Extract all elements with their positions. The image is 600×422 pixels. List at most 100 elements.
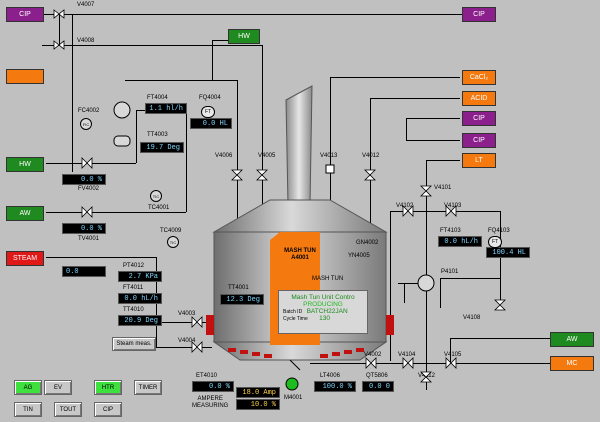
- pipe: [330, 77, 331, 237]
- v4004-tag: V4004: [178, 338, 196, 344]
- v4005-tag: V4005: [258, 153, 276, 159]
- cacl2-output[interactable]: CaCl₂: [462, 70, 496, 85]
- pipe: [330, 77, 460, 78]
- pipe: [390, 211, 500, 212]
- tc4009-controller-icon[interactable]: TIC: [167, 236, 179, 248]
- pipe: [186, 110, 187, 212]
- qt5806-tag: QT5806: [366, 373, 388, 379]
- pipe: [370, 98, 460, 99]
- amp-readout: 18.0 Amp: [236, 387, 280, 398]
- aw-output[interactable]: AW: [550, 332, 594, 347]
- steam-source[interactable]: STEAM: [6, 251, 44, 266]
- tt4010-readout: 20.9 Deg: [118, 315, 162, 326]
- steam-readout: 0.0: [62, 266, 106, 277]
- pipe: [46, 163, 136, 164]
- pipe: [310, 363, 550, 364]
- panel-button-ev[interactable]: EV: [44, 380, 72, 395]
- pipe: [72, 45, 262, 46]
- pipe: [237, 80, 238, 240]
- fq4103-flow-icon[interactable]: FT: [488, 236, 502, 248]
- pipe: [46, 212, 186, 213]
- fq4004-readout: 0.0 HL: [190, 118, 232, 129]
- v4101-tag: V4101: [434, 185, 452, 191]
- fc4002-controller-icon[interactable]: FIC: [80, 118, 92, 130]
- hw-top-source[interactable]: HW: [228, 29, 260, 44]
- tt4003-readout: 19.7 Deg: [140, 142, 184, 153]
- v4002-tag: V4002: [364, 352, 382, 358]
- pipe: [125, 80, 237, 81]
- pipe: [426, 160, 460, 161]
- fq4004-tag: FQ4004: [199, 95, 221, 101]
- pipe: [212, 40, 230, 41]
- v4007-tag: V4007: [77, 2, 95, 8]
- v4006-tag: V4006: [215, 153, 233, 159]
- tc4001-controller-icon[interactable]: TIC: [150, 190, 162, 202]
- cip-top-output[interactable]: CIP: [462, 7, 496, 22]
- cip-source[interactable]: CIP: [6, 7, 44, 22]
- tt4010-tag: TT4010: [123, 307, 144, 313]
- ft4103-tag: FT4103: [440, 228, 461, 234]
- aw-source[interactable]: AW: [6, 206, 44, 221]
- ft4011-readout: 0.0 hL/h: [118, 293, 162, 304]
- v4112-tag: V4112: [418, 373, 435, 379]
- v4108-tag: V4108: [463, 315, 481, 321]
- mash-tun-tag: MASH TUN A4001: [284, 248, 316, 261]
- fc4002-tag: FC4002: [78, 108, 100, 114]
- panel-button-timer[interactable]: TIMER: [134, 380, 162, 395]
- v4102-tag: V4102: [396, 203, 414, 209]
- tv4001-readout: 0.0 %: [62, 223, 106, 234]
- tt4001-tag: TT4001: [228, 285, 249, 291]
- ft4011-tag: FT4011: [123, 285, 144, 291]
- pipe: [59, 14, 60, 45]
- pipe: [450, 338, 451, 363]
- pipe: [440, 278, 500, 279]
- fv4002-readout: 0.0 %: [62, 174, 106, 185]
- ft4004-readout: 1.1 hl/h: [145, 103, 187, 114]
- tt4003-tag: TT4003: [147, 132, 168, 138]
- v4003-tag: V4003: [178, 311, 196, 317]
- panel-button-cip[interactable]: CIP: [94, 402, 122, 417]
- pipe: [42, 45, 72, 46]
- fq4103-tag: FQ4103: [488, 228, 510, 234]
- fq4004-flow-icon[interactable]: FT: [201, 106, 215, 118]
- orange-source[interactable]: [6, 69, 44, 84]
- fq4103-readout: 100.4 HL: [486, 247, 530, 258]
- panel-button-tin[interactable]: TIN: [14, 402, 42, 417]
- batch-id: BATCH22JAN: [306, 308, 348, 315]
- panel-button-htr[interactable]: HTR: [94, 380, 122, 395]
- tc4001-tag: TC4001: [148, 205, 170, 211]
- acid-output[interactable]: ACID: [462, 91, 496, 106]
- panel-button-tout[interactable]: TOUT: [54, 402, 82, 417]
- v4008-tag: V4008: [77, 38, 95, 44]
- tv4001-tag: TV4001: [78, 236, 100, 242]
- pipe: [42, 14, 462, 15]
- pt4012-tag: PT4012: [123, 263, 145, 269]
- cip-output-2[interactable]: CIP: [462, 133, 496, 148]
- pipe: [406, 118, 407, 140]
- mash-tun-line-tag: MASH TUN: [312, 276, 344, 282]
- lt4006-readout: 100.0 %: [314, 381, 356, 392]
- pipe: [398, 283, 418, 284]
- yn4005-tag: YN4005: [348, 253, 370, 259]
- pipe: [262, 45, 263, 240]
- pipe: [406, 140, 460, 141]
- cip-output-1[interactable]: CIP: [462, 111, 496, 126]
- panel-button-ag[interactable]: AG: [14, 380, 42, 395]
- tt4001-readout: 12.3 Deg: [220, 294, 264, 305]
- pt4012-readout: 2.7 KPa: [118, 271, 162, 282]
- unit-control-panel[interactable]: Mash Tun Unit Contro PRODUCING Batch ID …: [278, 290, 368, 334]
- pipe: [404, 283, 405, 303]
- et4010-readout: 0.0 %: [192, 381, 234, 392]
- pipe: [136, 110, 137, 163]
- mc-output[interactable]: MC: [550, 356, 594, 371]
- tc4009-tag: TC4009: [160, 228, 182, 234]
- cycle-label: Cycle Time: [283, 316, 308, 322]
- steam-meas-button[interactable]: Steam meas.: [112, 337, 156, 351]
- cycle-time: 130: [319, 315, 330, 322]
- et4010-tag: ET4010: [196, 373, 218, 379]
- pipe: [390, 211, 391, 361]
- lt-output[interactable]: LT: [462, 153, 496, 168]
- hw-source[interactable]: HW: [6, 157, 44, 172]
- pipe: [406, 118, 460, 119]
